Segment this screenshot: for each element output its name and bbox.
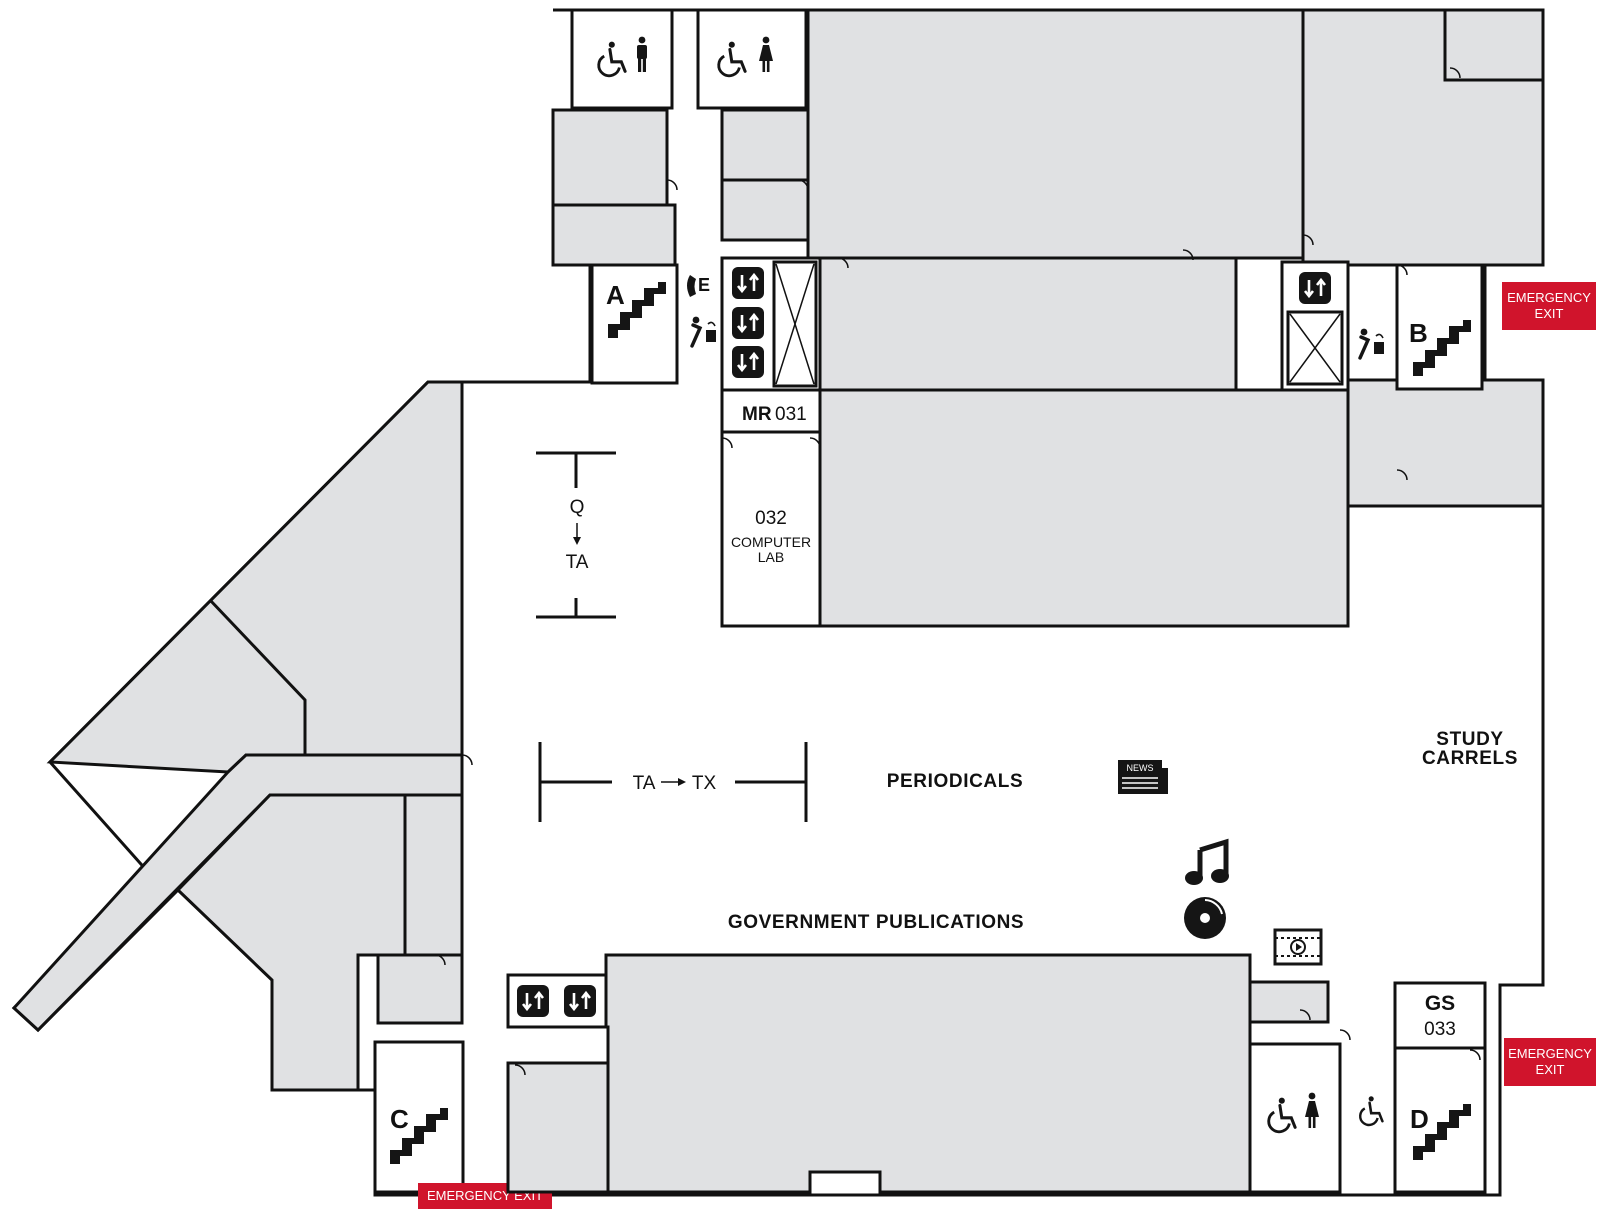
elevator-icon (1297, 270, 1333, 306)
bottom-rooms (506, 953, 1330, 1194)
computer-lab-label-1: COMPUTER (731, 534, 811, 550)
film-icon (1273, 928, 1323, 966)
room-mr-number: 031 (775, 404, 807, 425)
elevator-icon (562, 983, 598, 1019)
area-government-publications: GOVERNMENT PUBLICATIONS (728, 912, 1024, 933)
elevator-icon (730, 305, 766, 341)
area-study-carrels-line2: CARRELS (1422, 748, 1518, 769)
stair-d: D (1393, 1046, 1487, 1194)
room-gs-033: GS 033 (1393, 981, 1487, 1050)
stair-b-label: B (1409, 318, 1428, 348)
restroom-bottom (1248, 1042, 1342, 1194)
elevator-bank-bottom (506, 973, 608, 1029)
stair-d-label: D (1410, 1104, 1429, 1134)
emergency-exit-right-top: EMERGENCY EXIT (1502, 282, 1596, 330)
elevator-bank-top (720, 256, 822, 392)
cd-icon (1184, 897, 1226, 939)
elevator-icon (515, 983, 551, 1019)
range-start: TA (633, 773, 656, 794)
room-gs-code: GS (1425, 992, 1455, 1015)
range-start: Q (570, 497, 585, 518)
exit-label-1: EMERGENCY (1507, 290, 1591, 305)
stair-c: C (373, 1040, 465, 1194)
stair-a: A (590, 263, 679, 385)
area-study-carrels-line1: STUDY (1436, 729, 1503, 750)
exit-label-2: EXIT (1535, 306, 1564, 321)
exit-label-1: EMERGENCY (1508, 1046, 1592, 1061)
newspaper-icon: NEWS (1118, 760, 1168, 794)
range-end: TA (566, 552, 589, 573)
phone-letter: E (698, 275, 710, 295)
phone-icon: E (687, 275, 710, 297)
range-ta-tx: TA TX (538, 742, 808, 822)
elevator-icon (730, 344, 766, 380)
range-q-ta: Q TA (536, 451, 616, 619)
computer-lab-number: 032 (755, 508, 787, 529)
room-mr-031: MR 031 (720, 388, 822, 434)
stair-a-label: A (606, 280, 625, 310)
area-periodicals: PERIODICALS (887, 771, 1023, 792)
restrooms-top (570, 8, 808, 110)
newspaper-label: NEWS (1127, 763, 1154, 773)
computer-lab-label-2: LAB (758, 549, 784, 565)
room-mr-code: MR (742, 404, 772, 425)
emergency-exit-right-bottom: EMERGENCY EXIT (1504, 1038, 1596, 1086)
room-gs-number: 033 (1424, 1019, 1456, 1040)
music-note-icon (1185, 838, 1229, 885)
elevator-icon (730, 265, 766, 301)
stair-b: B (1395, 263, 1484, 391)
room-computer-lab: 032 COMPUTER LAB (720, 430, 822, 628)
exit-label-2: EXIT (1536, 1062, 1565, 1077)
range-end: TX (692, 773, 717, 794)
left-wing (11, 380, 464, 1092)
elevator-bank-b (1280, 260, 1350, 392)
stair-c-label: C (390, 1104, 409, 1134)
